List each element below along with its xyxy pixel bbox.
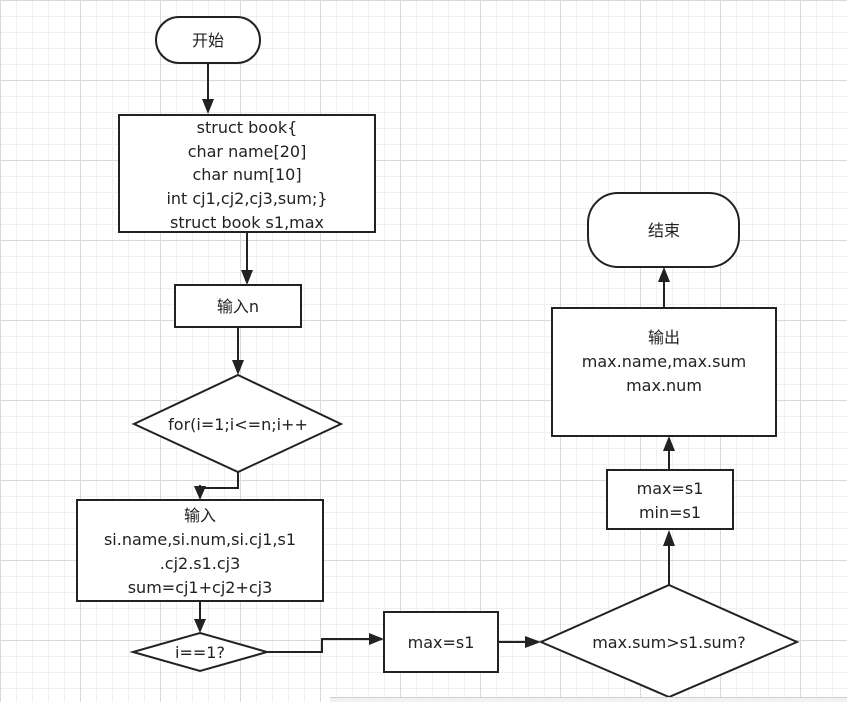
node-output-line-1: 输出 <box>648 328 680 347</box>
node-set-max: max=s1 <box>383 611 499 673</box>
node-declare-line-4: int cj1,cj2,cj3,sum;} <box>166 189 327 208</box>
connectors <box>194 63 675 653</box>
node-compare-label: max.sum>s1.sum? <box>592 633 746 652</box>
node-set-max-min-line-1: max=s1 <box>637 479 704 498</box>
node-start: 开始 <box>155 16 261 64</box>
node-input-record: 输入 si.name,si.num,si.cj1,s1 .cj2.s1.cj3 … <box>76 499 324 602</box>
node-input-record-line-1: 输入 <box>184 506 216 525</box>
node-check-first-label: i==1? <box>175 643 225 662</box>
edge-input-n-to-loop <box>232 327 244 375</box>
bottom-scroll-strip <box>330 697 847 702</box>
node-input-record-line-3: .cj2.s1.cj3 <box>160 554 241 573</box>
node-end: 结束 <box>587 192 740 268</box>
node-declare-struct: struct book{ char name[20] char num[10] … <box>118 114 376 233</box>
node-set-max-min-line-2: min=s1 <box>639 503 701 522</box>
edge-input-record-to-check <box>194 601 206 633</box>
edge-set-max-min-to-output <box>663 436 675 470</box>
node-output-line-3: max.num <box>626 376 702 395</box>
node-end-label: 结束 <box>648 221 680 240</box>
node-set-max-label: max=s1 <box>408 633 475 652</box>
node-output: 输出 max.name,max.sum max.num <box>551 307 777 437</box>
node-declare-line-1: struct book{ <box>197 118 298 137</box>
node-output-line-2: max.name,max.sum <box>582 352 746 371</box>
node-declare-line-5: struct book s1,max <box>170 213 324 232</box>
node-declare-line-3: char num[10] <box>192 165 301 184</box>
node-input-record-line-4: sum=cj1+cj2+cj3 <box>128 578 273 597</box>
node-compare: max.sum>s1.sum? <box>538 583 800 699</box>
node-start-label: 开始 <box>192 31 224 50</box>
node-set-max-min: max=s1 min=s1 <box>606 469 734 530</box>
edge-output-to-end <box>658 267 670 308</box>
edge-declare-to-input-n <box>241 232 253 285</box>
edge-check-to-set-max <box>267 633 384 653</box>
edge-compare-to-set-max-min <box>663 530 675 585</box>
node-for-loop-label: for(i=1;i<=n;i++ <box>168 415 308 434</box>
node-input-n-label: 输入n <box>217 297 259 316</box>
edge-loop-to-input-record <box>194 472 239 500</box>
edge-set-max-to-compare <box>498 636 541 648</box>
node-for-loop: for(i=1;i<=n;i++ <box>131 373 344 474</box>
node-check-first: i==1? <box>129 631 271 673</box>
edge-start-to-declare <box>202 63 214 114</box>
node-input-n: 输入n <box>174 284 302 328</box>
node-input-record-line-2: si.name,si.num,si.cj1,s1 <box>104 530 296 549</box>
node-declare-line-2: char name[20] <box>188 142 307 161</box>
